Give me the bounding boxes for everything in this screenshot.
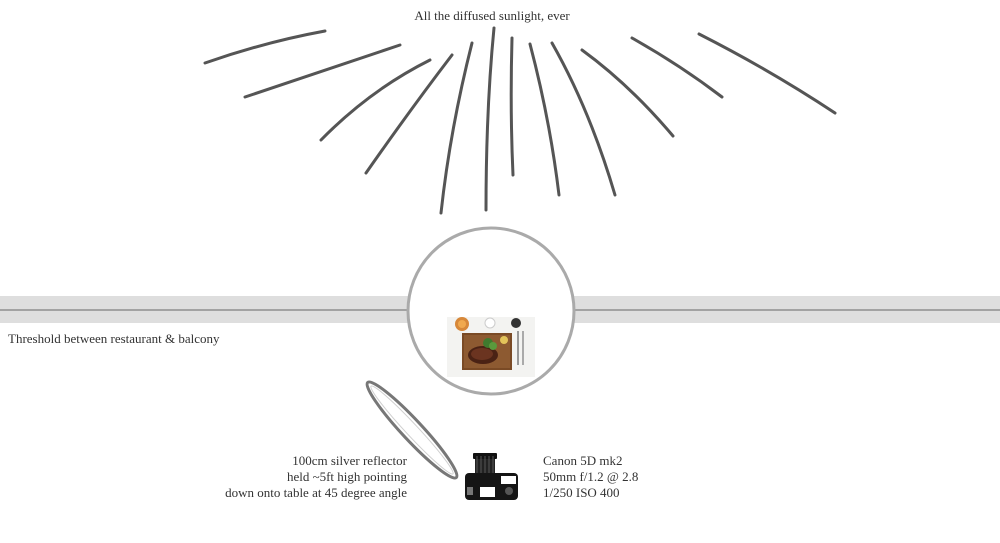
- sun-ray: [243, 43, 402, 99]
- sun-ray: [319, 58, 432, 142]
- reflector-caption: 100cm silver reflector held ~5ft high po…: [225, 453, 407, 501]
- sun-ray: [203, 29, 327, 65]
- sun-ray: [484, 26, 496, 212]
- camera-icon: [465, 453, 518, 500]
- reflector-caption-line: 100cm silver reflector: [292, 453, 407, 468]
- sunlight-rays: [203, 26, 837, 215]
- sun-ray: [439, 41, 474, 215]
- reflector-caption-line: down onto table at 45 degree angle: [225, 485, 407, 500]
- camera-caption-line: 1/250 ISO 400: [543, 485, 620, 500]
- sun-ray: [528, 42, 561, 197]
- reflector-caption-line: held ~5ft high pointing: [286, 469, 407, 484]
- camera-caption: Canon 5D mk2 50mm f/1.2 @ 2.8 1/250 ISO …: [543, 453, 638, 501]
- camera-caption-line: 50mm f/1.2 @ 2.8: [543, 469, 639, 484]
- reflector-icon: [365, 380, 459, 480]
- sun-ray: [630, 36, 724, 99]
- sun-ray: [697, 32, 837, 115]
- camera-caption-line: Canon 5D mk2: [543, 453, 623, 468]
- food-plate-photo: [447, 317, 535, 377]
- threshold-label: Threshold between restaurant & balcony: [8, 331, 220, 346]
- sun-ray: [509, 36, 515, 177]
- sun-ray: [580, 48, 675, 138]
- sun-ray: [550, 41, 617, 197]
- sun-ray: [364, 53, 454, 175]
- diagram-title: All the diffused sunlight, ever: [414, 8, 570, 23]
